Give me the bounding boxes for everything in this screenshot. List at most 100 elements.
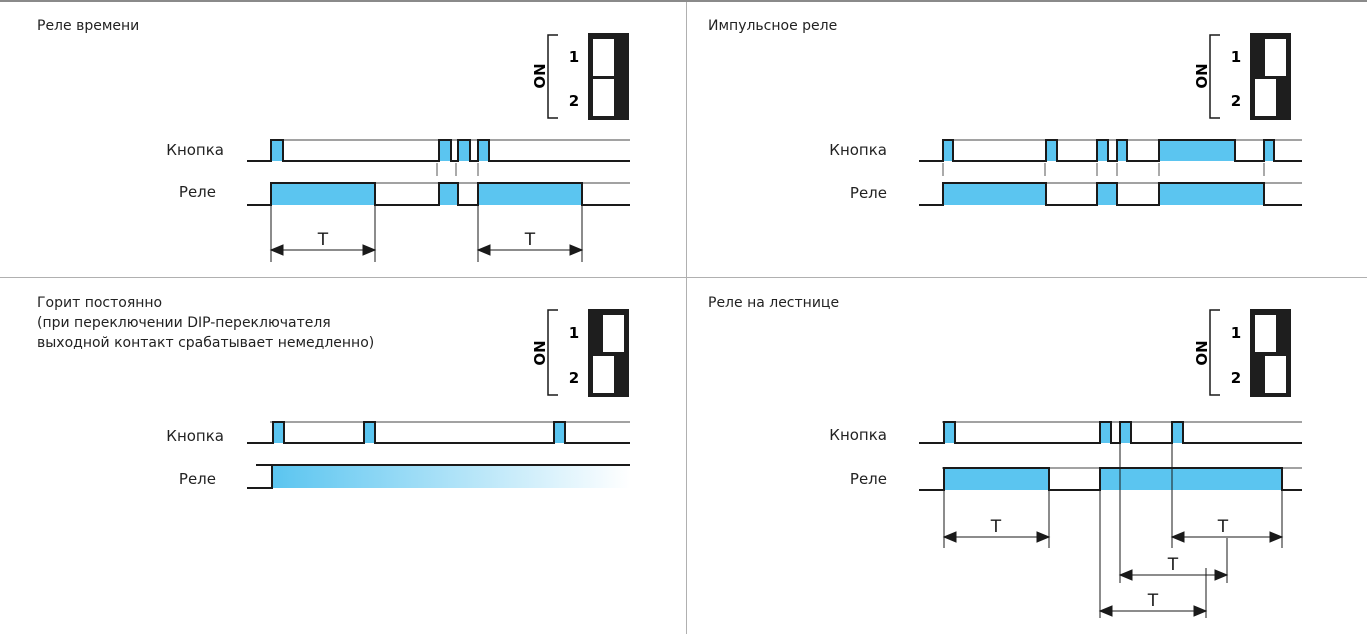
label-button: Кнопка	[166, 141, 224, 159]
relay-waveform	[247, 182, 630, 206]
sync-markers	[436, 163, 479, 176]
button-pulse	[1172, 422, 1183, 443]
relay-waveform	[919, 467, 1302, 491]
period-label: T	[317, 230, 329, 250]
button-pulse	[554, 422, 565, 443]
vertical-divider	[686, 2, 687, 634]
button-pulse	[273, 422, 284, 443]
button-signal	[919, 139, 1302, 162]
period-label: T	[524, 230, 536, 250]
button-pulse	[271, 140, 283, 161]
period-markers: T T	[269, 206, 584, 262]
button-pulse	[364, 422, 375, 443]
period-label: T	[990, 517, 1002, 537]
panel-always-on: Горит постоянно (при переключении DIP-пе…	[0, 278, 686, 634]
panel-title: Импульсное реле	[708, 16, 837, 36]
panel-impulse-relay: Импульсное реле Кнопка Реле ON 1 2	[687, 0, 1367, 277]
arrowhead	[269, 244, 284, 256]
dip-pos-1: 1	[1231, 324, 1241, 342]
dip-switch-2	[593, 356, 614, 393]
relay-waveform	[247, 465, 273, 489]
button-pulse	[1264, 140, 1274, 161]
panel-title: Реле времени	[37, 16, 139, 36]
timing-diagram: ON 1 2	[247, 309, 630, 489]
button-pulse	[1097, 140, 1108, 161]
label-relay: Реле	[849, 184, 887, 202]
dip-switch-2	[1265, 356, 1286, 393]
arrowhead	[1269, 531, 1284, 543]
arrowhead	[569, 244, 584, 256]
arrowhead	[1170, 531, 1185, 543]
arrowhead	[1214, 569, 1229, 581]
arrowhead	[1193, 605, 1208, 617]
button-pulse	[1100, 422, 1111, 443]
button-pulse	[1046, 140, 1057, 161]
dip-on-label: ON	[1193, 63, 1211, 88]
dip-switch-1	[1255, 315, 1276, 352]
dip-bracket	[547, 309, 558, 396]
dip-switch-1	[593, 39, 614, 76]
label-button: Кнопка	[829, 141, 887, 159]
title-line: Импульсное реле	[708, 18, 838, 34]
dip-switch-2	[1255, 79, 1276, 116]
relay-active	[944, 468, 1049, 490]
dip-switch: ON 1 2	[531, 309, 629, 397]
dip-pos-2: 2	[569, 369, 579, 387]
title-line: Реле на лестнице	[708, 295, 840, 311]
button-signal	[919, 421, 1302, 444]
top-border	[0, 0, 1367, 2]
relay-active	[478, 183, 582, 205]
dip-bracket	[1209, 309, 1220, 396]
dip-on-label: ON	[531, 63, 549, 88]
button-pulse	[439, 140, 451, 161]
sync-markers	[942, 163, 1265, 176]
timing-diagram: ON 1 2	[919, 309, 1302, 618]
label-button: Кнопка	[829, 426, 887, 444]
panel-title: Реле на лестнице	[708, 293, 839, 313]
dip-on-label: ON	[531, 340, 549, 365]
dip-switch-1	[603, 315, 624, 352]
period-label: T	[1147, 591, 1159, 611]
relay-signal	[919, 467, 1302, 491]
title-line: (при переключении DIP-переключателя	[37, 315, 331, 331]
arrowhead	[476, 244, 491, 256]
timing-diagram: ON 1 2	[247, 33, 630, 262]
dip-switch: ON 1 2	[531, 33, 629, 120]
dip-pos-1: 1	[1231, 48, 1241, 66]
panel-staircase-relay: Реле на лестнице Кнопка Реле ON 1 2	[687, 278, 1367, 634]
button-pulse	[944, 422, 955, 443]
dip-pos-2: 2	[1231, 369, 1241, 387]
dip-on-label: ON	[1193, 340, 1211, 365]
label-button: Кнопка	[166, 427, 224, 445]
button-pulse	[1159, 140, 1235, 161]
button-pulse	[1120, 422, 1131, 443]
period-label: T	[1167, 555, 1179, 575]
button-pulse	[1117, 140, 1127, 161]
arrowhead	[942, 531, 957, 543]
button-waveform	[919, 139, 1302, 162]
arrowhead	[362, 244, 377, 256]
button-waveform	[919, 421, 1302, 444]
dip-pos-2: 2	[1231, 92, 1241, 110]
title-line: выходной контакт срабатывает немедленно)	[37, 335, 375, 351]
button-waveform	[247, 139, 630, 162]
button-signal	[247, 139, 630, 162]
label-relay: Реле	[849, 470, 887, 488]
dip-pos-2: 2	[569, 92, 579, 110]
panel-time-relay: Реле времени Кнопка Реле ON 1 2	[0, 0, 686, 277]
relay-waveform	[919, 182, 1302, 206]
relay-active	[271, 183, 375, 205]
title-line: Горит постоянно	[37, 295, 163, 311]
relay-signal	[919, 182, 1302, 206]
dip-pos-1: 1	[569, 48, 579, 66]
label-relay: Реле	[178, 470, 216, 488]
dip-bracket	[547, 34, 558, 119]
relay-signal	[247, 182, 630, 206]
dip-bracket	[1209, 34, 1220, 119]
relay-active	[439, 183, 458, 205]
label-relay: Реле	[178, 183, 216, 201]
dip-pos-1: 1	[569, 324, 579, 342]
relay-active	[1100, 468, 1282, 490]
relay-active	[1097, 183, 1117, 205]
timing-diagram: ON 1 2	[919, 33, 1302, 206]
